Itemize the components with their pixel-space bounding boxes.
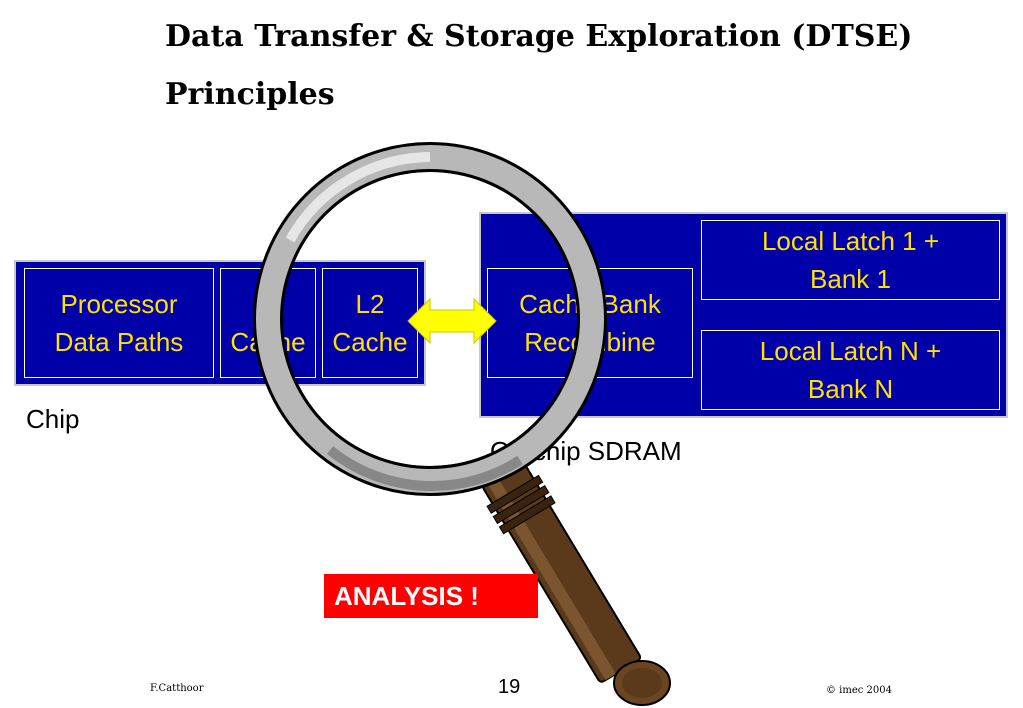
analysis-callout: ANALYSIS ! — [324, 574, 538, 618]
local-latch-n-box: Local Latch N + Bank N — [701, 330, 1000, 410]
magnifying-glass-icon — [253, 142, 671, 706]
processor-data-paths-box: Processor Data Paths — [24, 268, 214, 378]
footer-author: F.Catthoor — [150, 683, 204, 694]
page-title-line1: Data Transfer & Storage Exploration (DTS… — [165, 19, 913, 54]
chip-label: Chip — [26, 404, 80, 434]
page-title-line2: Principles — [165, 77, 335, 112]
double-arrow-icon — [407, 297, 497, 345]
local-latch-1-box: Local Latch 1 + Bank 1 — [701, 220, 1000, 300]
footer-copyright: © imec 2004 — [826, 685, 893, 696]
l2-cache-box: L2 Cache — [322, 268, 418, 378]
page-number: 19 — [498, 676, 521, 698]
